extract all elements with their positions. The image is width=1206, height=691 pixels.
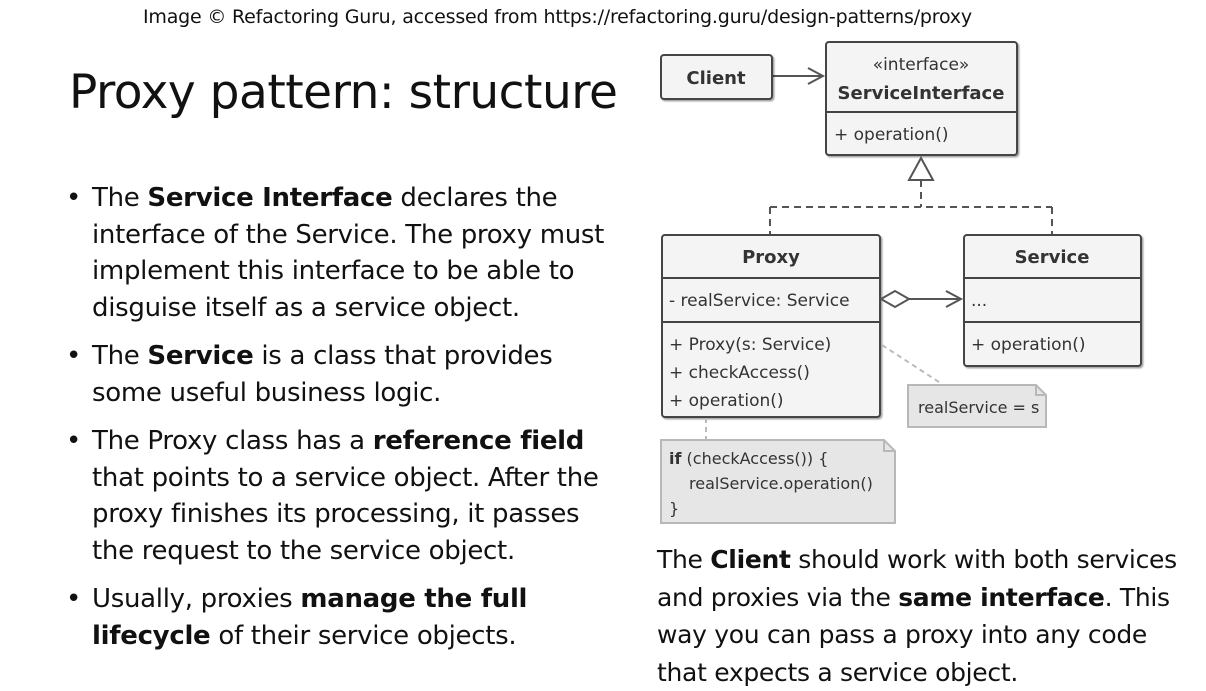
service-interface-name: ServiceInterface bbox=[838, 83, 1005, 104]
bullet-dot: • bbox=[66, 338, 81, 375]
text-run: the request to the service object. bbox=[92, 536, 515, 566]
bullet-line: Usually, proxies manage the full bbox=[92, 581, 646, 618]
description-line: that expects a service object. bbox=[657, 654, 1202, 691]
text-run-bold: reference field bbox=[373, 426, 584, 456]
text-run: should work with both services bbox=[791, 545, 1177, 574]
description-line: way you can pass a proxy into any code bbox=[657, 616, 1202, 654]
text-run-bold: same interface bbox=[898, 583, 1104, 612]
text-run-bold: Service Interface bbox=[147, 183, 392, 213]
service-interface-method: + operation() bbox=[834, 125, 949, 145]
proxy-field: - realService: Service bbox=[669, 291, 850, 311]
service-field: ... bbox=[971, 291, 987, 311]
client-association-arrow bbox=[772, 68, 823, 84]
proxy-name: Proxy bbox=[742, 247, 800, 268]
text-run: The Proxy class has a bbox=[92, 426, 373, 456]
text-run: is a class that provides bbox=[253, 341, 552, 371]
text-run: of their service objects. bbox=[210, 621, 516, 651]
text-run: implement this interface to be able to bbox=[92, 256, 574, 286]
text-run-bold: manage the full bbox=[300, 584, 527, 614]
bullet-line: some useful business logic. bbox=[92, 375, 646, 412]
note-operation-line1: if (checkAccess()) { bbox=[669, 449, 828, 468]
bullet-line: interface of the Service. The proxy must bbox=[92, 217, 646, 254]
note-operation-line3: } bbox=[669, 499, 679, 518]
bullet-line: The Proxy class has a reference field bbox=[92, 423, 646, 460]
bullet-line: the request to the service object. bbox=[92, 533, 646, 570]
realization-arrow bbox=[770, 158, 1052, 235]
text-run-bold: lifecycle bbox=[92, 621, 210, 651]
text-run-bold: Service bbox=[147, 341, 253, 371]
text-run: The bbox=[657, 545, 710, 574]
note-constructor-text: realService = s bbox=[918, 398, 1039, 417]
bullet-list: • The Service Interface declares the int… bbox=[66, 180, 646, 666]
image-credit: Image © Refactoring Guru, accessed from … bbox=[143, 5, 972, 29]
bullet-service: • The Service is a class that provides s… bbox=[66, 338, 646, 411]
service-name: Service bbox=[1015, 247, 1090, 268]
description-line: The Client should work with both service… bbox=[657, 541, 1202, 579]
text-run: that points to a service object. After t… bbox=[92, 463, 599, 493]
text-run: proxy finishes its processing, it passes bbox=[92, 499, 579, 529]
bullet-line: The Service Interface declares the bbox=[92, 180, 646, 217]
bullet-line: that points to a service object. After t… bbox=[92, 460, 646, 497]
text-run: disguise itself as a service object. bbox=[92, 293, 520, 323]
text-run: some useful business logic. bbox=[92, 378, 441, 408]
proxy-method: + checkAccess() bbox=[669, 363, 810, 383]
text-run: . This bbox=[1105, 583, 1170, 612]
service-method: + operation() bbox=[971, 335, 1086, 355]
text-run: that expects a service object. bbox=[657, 658, 1018, 687]
note-connector bbox=[882, 345, 942, 384]
bullet-dot: • bbox=[66, 180, 81, 217]
description-line: and proxies via the same interface. This bbox=[657, 579, 1202, 617]
bullet-dot: • bbox=[66, 581, 81, 618]
proxy-method: + Proxy(s: Service) bbox=[669, 335, 831, 355]
text-run: declares the bbox=[392, 183, 557, 213]
bullet-line: lifecycle of their service objects. bbox=[92, 618, 646, 655]
bullet-line: disguise itself as a service object. bbox=[92, 290, 646, 327]
text-run: and proxies via the bbox=[657, 583, 898, 612]
bullet-proxy-reference: • The Proxy class has a reference field … bbox=[66, 423, 646, 569]
bullet-service-interface: • The Service Interface declares the int… bbox=[66, 180, 646, 326]
interface-stereotype: «interface» bbox=[873, 55, 970, 75]
bullet-lifecycle: • Usually, proxies manage the full lifec… bbox=[66, 581, 646, 654]
bullet-dot: • bbox=[66, 423, 81, 460]
text-run: The bbox=[92, 183, 147, 213]
note-keyword: if bbox=[669, 449, 682, 468]
bullet-line: The Service is a class that provides bbox=[92, 338, 646, 375]
text-run: Usually, proxies bbox=[92, 584, 300, 614]
text-run: way you can pass a proxy into any code bbox=[657, 620, 1147, 649]
text-run-bold: Client bbox=[710, 545, 790, 574]
bullet-line: implement this interface to be able to bbox=[92, 253, 646, 290]
note-operation-line2: realService.operation() bbox=[689, 474, 873, 493]
slide-title: Proxy pattern: structure bbox=[69, 60, 617, 126]
text-run: The bbox=[92, 341, 147, 371]
text-run: interface of the Service. The proxy must bbox=[92, 220, 604, 250]
uml-class-diagram: Client «interface» ServiceInterface + op… bbox=[650, 36, 1150, 531]
aggregation-arrow bbox=[881, 291, 961, 307]
client-name: Client bbox=[686, 68, 746, 89]
client-description: The Client should work with both service… bbox=[657, 541, 1202, 691]
note-code: (checkAccess()) { bbox=[681, 449, 828, 468]
bullet-line: proxy finishes its processing, it passes bbox=[92, 496, 646, 533]
proxy-method: + operation() bbox=[669, 391, 784, 411]
